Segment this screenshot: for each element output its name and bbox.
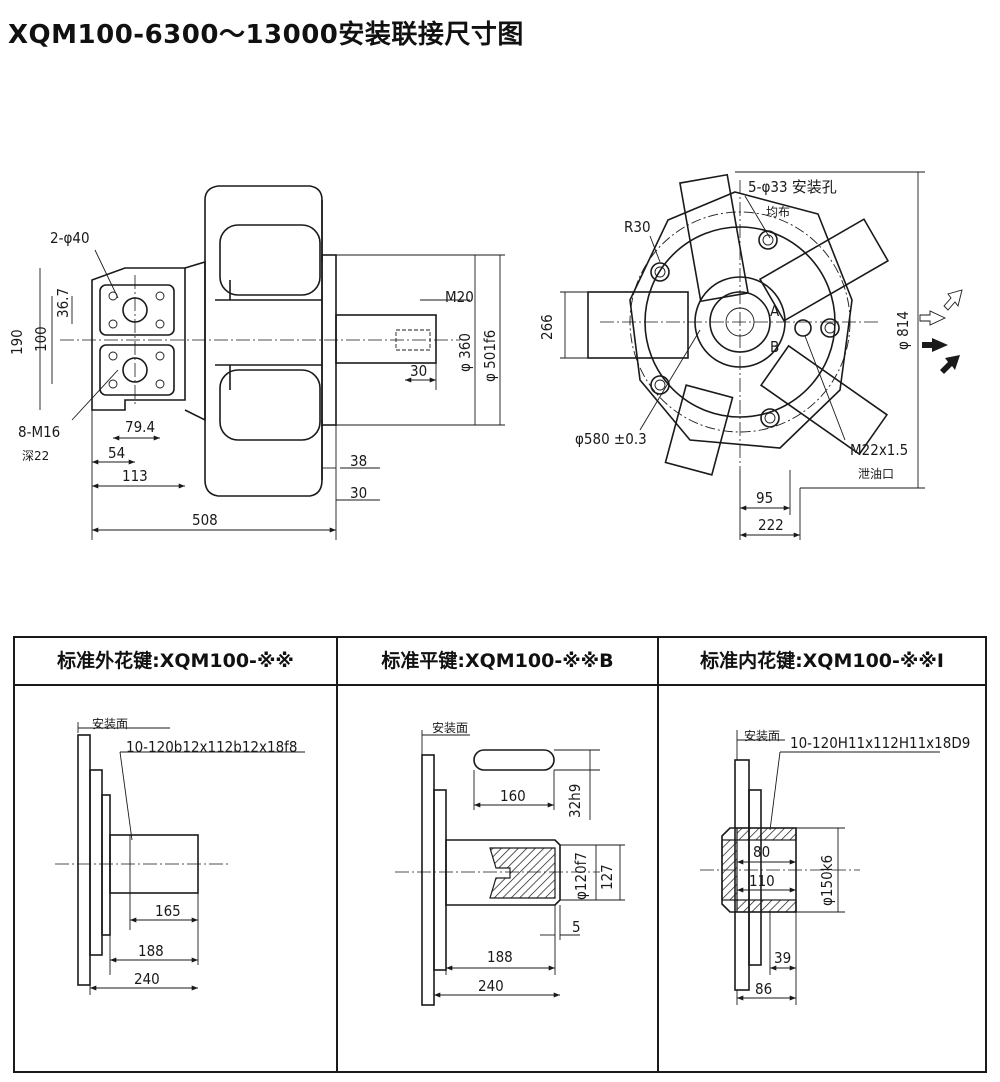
internal-spline-drawing: 安装面 10-120H11x112H11x18D9 80 110 φ150k6 … [700,728,970,1005]
mount-holes-label: 5-φ33 安装孔 [748,178,837,196]
table-header-flat-key: 标准平键:XQM100-※※B [381,650,614,672]
spline-spec-3: 10-120H11x112H11x18D9 [790,734,970,752]
d150-label: φ150k6 [818,855,836,906]
holes-label: 2-φ40 [50,229,90,247]
face-label-3: 安装面 [744,728,780,743]
d814-label: φ 814 [894,311,912,350]
face-label-2: 安装面 [432,720,468,735]
d190-label: 190 [8,329,26,355]
d240-label-2: 240 [478,977,504,995]
d508-label: 508 [192,511,218,529]
m16-label: 8-M16 [18,423,60,441]
table-header-external-spline: 标准外花键:XQM100-※※ [57,650,294,672]
uniform-label: 均布 [766,205,790,219]
b-label: B [770,338,779,356]
d36-label: 36.7 [54,288,72,318]
d188-label-1: 188 [138,942,164,960]
d79-label: 79.4 [125,418,155,436]
front-view: 5-φ33 安装孔 均布 R30 A B 266 φ580 ±0.3 M22x1… [538,171,963,540]
d30b-label: 30 [350,484,367,502]
d30-label: 30 [410,362,427,380]
d160-label: 160 [500,787,526,805]
r30-label: R30 [624,218,651,236]
d54-label: 54 [108,444,125,462]
m20-label: M20 [445,288,474,306]
d580-label: φ580 ±0.3 [575,430,647,448]
d222-label: 222 [758,516,784,534]
spline-spec-1: 10-120b12x112b12x18f8 [126,738,297,756]
d86-label: 86 [755,980,772,998]
depth-label: 深22 [22,449,49,463]
table-header-internal-spline: 标准内花键:XQM100-※※I [700,650,944,672]
table-frame [13,636,987,1073]
d32-label: 32h9 [566,784,584,818]
drain-label: 泄油口 [858,467,894,481]
d240-label-1: 240 [134,970,160,988]
d120-label: φ120f7 [572,852,590,900]
m22-label: M22x1.5 [850,441,908,459]
d360-label: φ 360 [456,333,474,372]
d113-label: 113 [122,467,148,485]
d188-label-2: 188 [487,948,513,966]
a-label: A [770,302,780,320]
page-title: XQM100-6300～13000安装联接尺寸图 [8,20,524,50]
d5-label: 5 [572,918,581,936]
d80-label: 80 [753,843,770,861]
d165-label: 165 [155,902,181,920]
face-label-1: 安装面 [92,716,128,731]
external-spline-drawing: 安装面 10-120b12x112b12x18f8 165 188 240 [55,716,305,995]
side-view: 2-φ40 36.7 190 100 8-M16 深22 79.4 54 113… [8,185,505,540]
d266-label: 266 [538,314,556,340]
d127-label: 127 [598,864,616,890]
d501-label: φ 501f6 [481,330,499,382]
d100-label: 100 [32,326,50,352]
d95-label: 95 [756,489,773,507]
d110-label: 110 [749,872,775,890]
flat-key-drawing: 安装面 160 32h9 φ120f7 127 5 188 240 [395,720,625,1006]
d38-label: 38 [350,452,367,470]
d39-label: 39 [774,949,791,967]
